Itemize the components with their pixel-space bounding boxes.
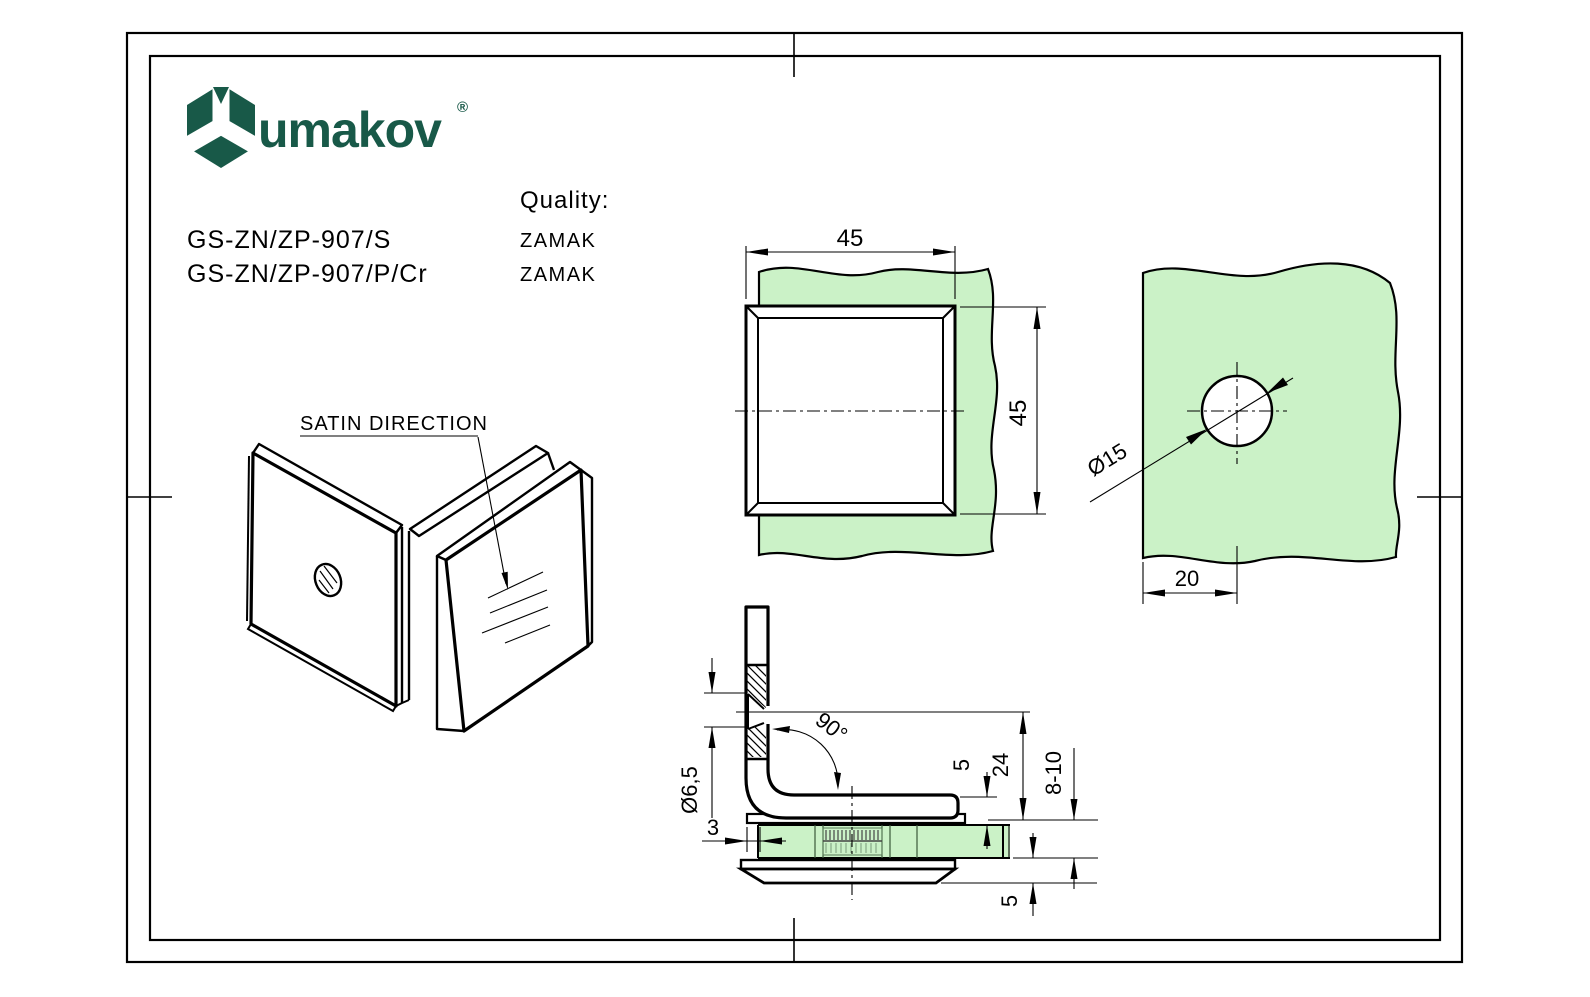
product-quality-2: ZAMAK — [520, 264, 596, 286]
dim-gasket-lip-3: 3 — [702, 815, 786, 852]
clamp-body-section — [744, 605, 960, 820]
bottom-clamp-plate — [736, 858, 960, 885]
dim-gasket-lip-label: 3 — [707, 815, 719, 840]
dim-height-label: 45 — [1005, 400, 1032, 427]
satin-direction-callout: SATIN DIRECTION — [300, 413, 508, 590]
hatch-upper — [746, 666, 766, 708]
satin-texture-lines — [481, 571, 551, 644]
dim-angle-90: 90° — [772, 707, 852, 790]
dim-screw-hole: Ø6,5 — [677, 658, 747, 818]
bevel-corner-lines — [745, 305, 956, 516]
dim-hole-diameter-label: Ø15 — [1083, 438, 1132, 481]
dim-width-label: 45 — [837, 225, 864, 252]
dim-bottom-plate-5: 5 — [941, 833, 1097, 916]
dim-body-height-24: 24 — [988, 712, 1098, 821]
section-glass — [757, 824, 1010, 859]
dim-glass-thickness: 8-10 — [1013, 748, 1098, 889]
inner-border — [148, 54, 1442, 942]
dim-body-height-label: 24 — [988, 753, 1013, 777]
front-view: 45 45 — [735, 225, 1046, 561]
hatch-lower — [746, 724, 766, 757]
satin-direction-label: SATIN DIRECTION — [300, 413, 488, 435]
umakov-logo: umakov ® — [178, 82, 468, 168]
logo-brand-text: umakov — [258, 102, 442, 158]
dim-height-45: 45 — [960, 306, 1046, 515]
screw-hole-hatch — [318, 565, 338, 594]
bore-opening — [763, 706, 772, 724]
dim-width-45: 45 — [745, 225, 956, 299]
clamp-bevel — [757, 317, 944, 504]
dim-jaw-gap-label: 5 — [949, 759, 974, 771]
side-view: Ø15 20 — [1083, 262, 1402, 604]
dim-hole-offset-20: 20 — [1142, 546, 1238, 604]
registered-trademark: ® — [457, 99, 468, 116]
isometric-view: SATIN DIRECTION — [246, 413, 594, 733]
iso-back-jaw — [408, 444, 556, 538]
dim-bottom-plate-label: 5 — [997, 895, 1022, 907]
product-code-2: GS-ZN/ZP-907/P/Cr — [187, 260, 428, 288]
iso-left-plate — [246, 442, 404, 713]
drawing-frame — [125, 31, 1464, 964]
leader-arrow — [501, 571, 508, 590]
umakov-hexagon-icon — [178, 82, 264, 168]
iso-front-jaw — [435, 460, 594, 733]
quality-label: Quality: — [520, 187, 609, 214]
title-block: Quality: GS-ZN/ZP-907/S ZAMAK GS-ZN/ZP-9… — [187, 187, 609, 288]
product-code-1: GS-ZN/ZP-907/S — [187, 226, 391, 254]
dim-screw-hole-label: Ø6,5 — [677, 766, 702, 814]
product-quality-1: ZAMAK — [520, 230, 596, 252]
dim-hole-offset-label: 20 — [1175, 566, 1199, 591]
iso-corner-fold — [395, 527, 411, 707]
section-view: Ø6,5 90° 3 5 — [677, 605, 1098, 916]
dim-glass-thickness-label: 8-10 — [1041, 751, 1066, 795]
dim-jaw-gap-5: 5 — [949, 759, 997, 849]
